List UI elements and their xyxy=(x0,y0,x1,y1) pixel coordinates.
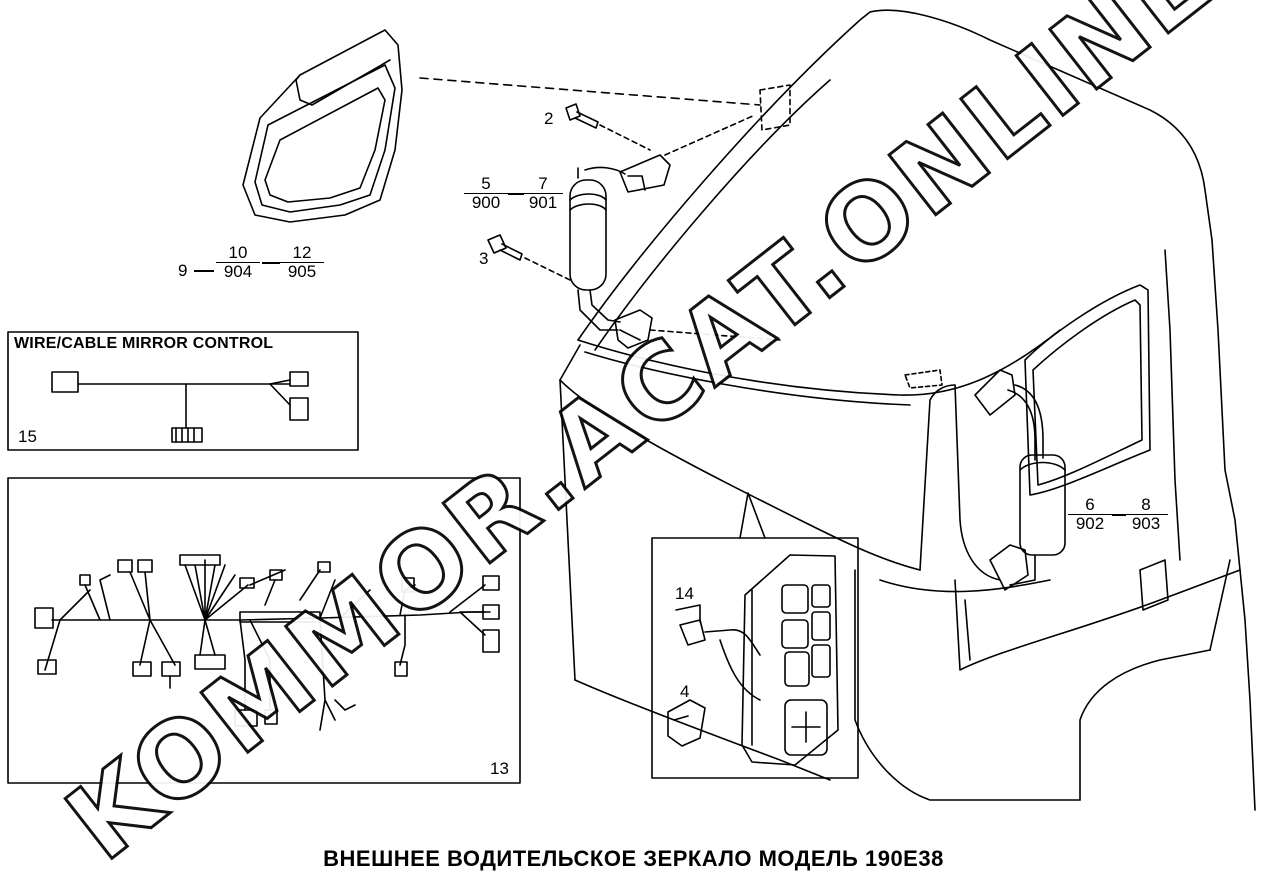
leader-dash xyxy=(262,262,280,264)
callout-2: 2 xyxy=(544,109,554,128)
mirror-arm xyxy=(569,154,671,349)
wire-box-frame xyxy=(7,331,359,451)
leader-dash xyxy=(1112,514,1126,516)
callout-900: 900 xyxy=(471,193,501,212)
callout-5-900: 5 900 xyxy=(464,175,508,212)
leader-dash xyxy=(508,193,524,195)
leader-dash xyxy=(194,270,214,272)
bolt-3 xyxy=(487,234,571,281)
callout-4: 4 xyxy=(680,682,690,701)
callout-3: 3 xyxy=(479,249,489,268)
control-panel-inset xyxy=(651,492,859,779)
callout-5: 5 xyxy=(464,175,508,194)
callout-7: 7 xyxy=(523,175,563,194)
truck-cab xyxy=(559,9,1256,811)
callout-10-904: 10 904 xyxy=(216,244,260,281)
callout-8-903: 8 903 xyxy=(1124,496,1168,533)
diagram-caption: ВНЕШНЕЕ ВОДИТЕЛЬСКОЕ ЗЕРКАЛО МОДЕЛЬ 190E… xyxy=(323,846,944,871)
bolt-2 xyxy=(565,103,651,151)
callout-902: 902 xyxy=(1075,514,1105,533)
callout-6-902: 6 902 xyxy=(1068,496,1112,533)
callout-904: 904 xyxy=(223,262,253,281)
callout-9: 9 xyxy=(178,261,188,280)
callout-901: 901 xyxy=(528,193,558,212)
wire-box-number: 15 xyxy=(18,427,37,446)
callout-6: 6 xyxy=(1068,496,1112,515)
callout-12-905: 12 905 xyxy=(280,244,324,281)
harness-diagram xyxy=(34,554,500,731)
mirror-head xyxy=(242,29,403,223)
callout-8: 8 xyxy=(1124,496,1168,515)
installed-mirror xyxy=(974,369,1066,591)
callout-14: 14 xyxy=(675,584,694,603)
callout-7-901: 7 901 xyxy=(523,175,563,212)
callout-903: 903 xyxy=(1131,514,1161,533)
harness-box-number: 13 xyxy=(490,759,509,778)
callout-905: 905 xyxy=(287,262,317,281)
callout-10: 10 xyxy=(216,244,260,263)
callout-12: 12 xyxy=(280,244,324,263)
wire-control-diagram xyxy=(51,371,309,443)
harness-box-frame xyxy=(7,477,521,784)
wire-box-title: WIRE/CABLE MIRROR CONTROL xyxy=(14,335,274,352)
